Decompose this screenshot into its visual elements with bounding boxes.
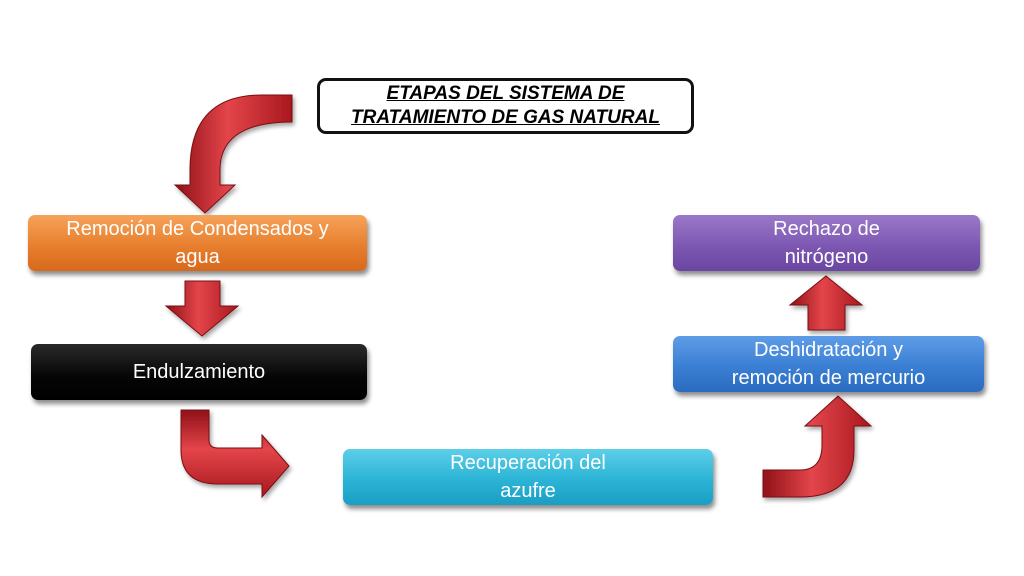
up-arrow-icon [788, 275, 864, 331]
curved-up-arrow-icon [762, 395, 873, 498]
bent-right-arrow-icon [180, 409, 290, 499]
step-deshidratacion: Deshidratación y remoción de mercurio [673, 336, 984, 392]
step-remocion-condensados: Remoción de Condensados y agua [28, 215, 367, 271]
step-endulzamiento: Endulzamiento [31, 344, 367, 400]
step-label-line-2: agua [175, 246, 220, 268]
step-label-line-1: Rechazo de [773, 218, 880, 240]
down-arrow-icon [164, 280, 240, 337]
step-label-line-1: Recuperación del [450, 452, 606, 474]
step-label-line-2: remoción de mercurio [731, 367, 926, 389]
step-label-line-1: Remoción de Condensados y [66, 218, 329, 240]
title-line-1: ETAPAS DEL SISTEMA DE [386, 83, 625, 104]
title-line-2: TRATAMIENTO DE GAS NATURAL [351, 107, 660, 128]
step-label-line-2: nitrógeno [784, 246, 869, 268]
diagram-title: ETAPAS DEL SISTEMA DE TRATAMIENTO DE GAS… [317, 78, 694, 134]
curved-down-arrow-icon [173, 94, 293, 214]
step-label: Endulzamiento [132, 361, 266, 383]
step-label-line-1: Deshidratación y [754, 339, 903, 361]
step-recuperacion-azufre: Recuperación del azufre [343, 449, 713, 505]
step-label-line-2: azufre [500, 480, 556, 502]
step-rechazo-nitrogeno: Rechazo de nitrógeno [673, 215, 980, 271]
